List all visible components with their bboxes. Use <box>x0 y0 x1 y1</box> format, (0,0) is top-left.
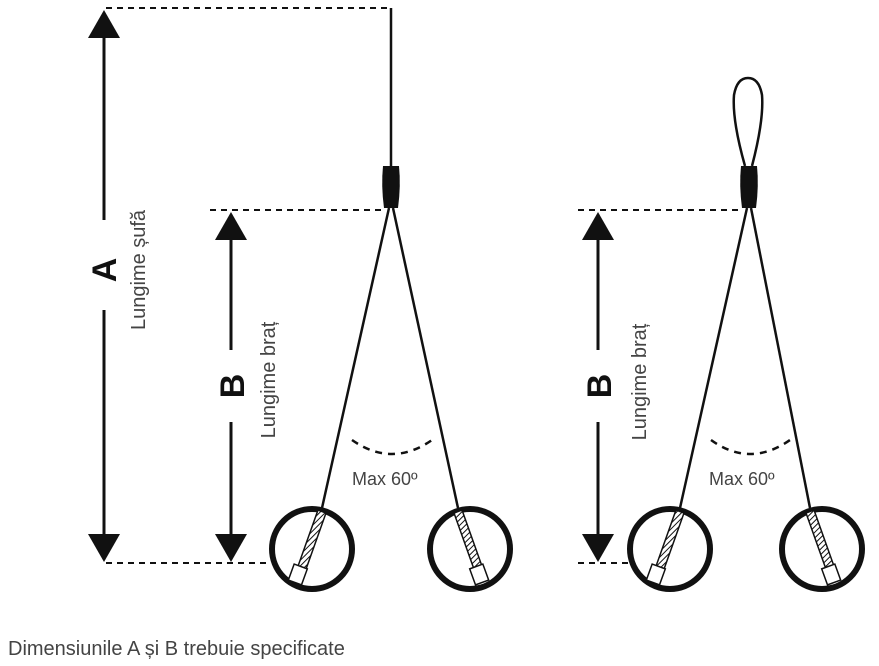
dimension-b-letter: B <box>581 374 619 399</box>
thimble-left <box>269 506 355 592</box>
leg-left <box>320 207 391 509</box>
leg-left <box>678 207 749 509</box>
leg-right <box>749 207 812 509</box>
sling-with-wire-end: Max 60º A Lungime șufă B Lungime braț <box>86 7 513 592</box>
sling-with-loop-end: Max 60º B Lungime braț <box>578 76 865 592</box>
angle-arc <box>710 438 791 456</box>
dimension-a-label: Lungime șufă <box>128 209 150 330</box>
ferrule <box>382 166 400 208</box>
dimension-b-letter: B <box>214 374 252 399</box>
leg-right <box>391 207 460 509</box>
angle-label: Max 60º <box>709 469 775 489</box>
angle-label: Max 60º <box>352 469 418 489</box>
caption: Dimensiunile A și B trebuie specificate <box>8 638 345 660</box>
loop <box>732 76 764 167</box>
thimble-left <box>627 506 713 592</box>
dimension-arrow-b <box>215 212 247 562</box>
dimension-arrow-b <box>582 212 614 562</box>
dimension-b-label: Lungime braț <box>629 323 651 440</box>
dimension-arrow-a <box>88 10 120 562</box>
thimble-right <box>779 506 865 592</box>
ferrule <box>740 166 758 208</box>
angle-arc <box>351 438 433 456</box>
dimension-b-label: Lungime braț <box>258 321 280 438</box>
dimension-a-letter: A <box>86 258 124 283</box>
thimble-right <box>427 506 513 592</box>
